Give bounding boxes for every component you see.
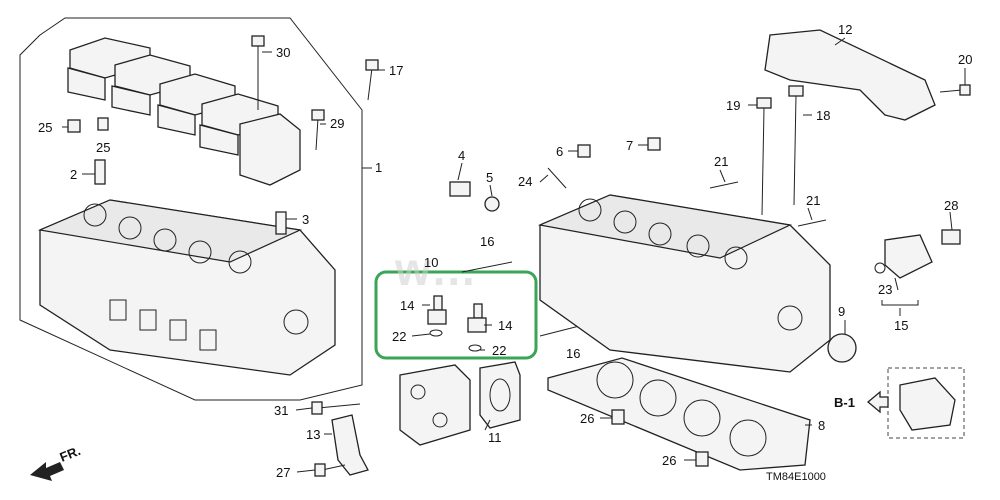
callout-23: 23 <box>878 282 892 297</box>
callout-24: 24 <box>518 174 532 189</box>
callout-15: 15 <box>894 318 908 333</box>
b1-arrow <box>866 390 889 414</box>
callout-5: 5 <box>486 170 493 185</box>
bolt-18 <box>793 94 797 206</box>
callout-18: 18 <box>816 108 830 123</box>
watermark: w… <box>394 243 477 295</box>
part-25b-dowel <box>97 117 109 131</box>
bolt-31-head <box>311 401 323 415</box>
callout-25a: 25 <box>38 120 52 135</box>
leader-lines <box>62 37 966 473</box>
diagram-code: TM84E1000 <box>766 471 826 483</box>
bolt-17-head <box>365 59 379 71</box>
part-2-sleeve <box>94 159 106 185</box>
callout-22b: 22 <box>492 343 506 358</box>
callout-8: 8 <box>818 418 825 433</box>
callout-numbers: 30 17 1 25 25 29 2 3 4 5 24 6 7 16 10 14… <box>38 22 972 480</box>
plate-9 <box>827 333 857 363</box>
part-3-sleeve <box>275 211 287 235</box>
stud-21b <box>797 219 827 227</box>
callout-4: 4 <box>458 148 465 163</box>
callout-12: 12 <box>838 22 852 37</box>
callout-16b: 16 <box>566 346 580 361</box>
cylinder-head-left <box>37 199 336 376</box>
b1-detail-frame <box>887 367 965 439</box>
bolt-19 <box>761 107 765 216</box>
callout-17: 17 <box>389 63 403 78</box>
dowel-26b <box>695 451 709 467</box>
highlight-box <box>374 270 538 360</box>
bolt-17 <box>367 67 373 101</box>
callout-26b: 26 <box>662 453 676 468</box>
callout-28: 28 <box>944 198 958 213</box>
bolt-30-head <box>251 35 265 47</box>
heat-shield-12 <box>764 29 936 121</box>
b1-detail-part <box>899 377 956 431</box>
washer-5 <box>484 196 500 212</box>
callout-26a: 26 <box>580 411 594 426</box>
bolt-29 <box>315 117 319 151</box>
callout-7: 7 <box>626 138 633 153</box>
camshaft-holders <box>67 37 301 186</box>
callout-27: 27 <box>276 465 290 480</box>
callout-2: 2 <box>70 167 77 182</box>
callout-22a: 22 <box>392 329 406 344</box>
bolt-19-head <box>756 97 772 109</box>
front-label: FR. <box>58 443 83 465</box>
part-4-plug <box>449 181 471 197</box>
head-gasket-8 <box>547 357 811 471</box>
part-7 <box>647 137 661 151</box>
bolt-27-head <box>314 463 326 477</box>
callout-14a: 14 <box>400 298 414 313</box>
bracket-line-15 <box>881 300 919 306</box>
callout-3: 3 <box>302 212 309 227</box>
stud-21a <box>709 181 739 189</box>
bolt-20 <box>939 89 963 93</box>
callout-16a: 16 <box>480 234 494 249</box>
callout-11: 11 <box>488 430 502 445</box>
part-25a-dowel <box>67 119 81 133</box>
front-arrow <box>30 462 64 481</box>
part-6 <box>577 144 591 158</box>
callout-9: 9 <box>838 304 845 319</box>
callout-25b: 25 <box>96 140 110 155</box>
cylinder-head-right <box>537 194 831 373</box>
callout-31: 31 <box>274 403 288 418</box>
callout-13: 13 <box>306 427 320 442</box>
bolt-20-head <box>959 84 971 96</box>
sensor-14a <box>427 295 447 337</box>
sensor-14b <box>467 303 487 352</box>
spool-valve-assembly <box>399 361 521 446</box>
callout-20: 20 <box>958 52 972 67</box>
callout-1: 1 <box>375 160 382 175</box>
part-24 <box>547 167 567 189</box>
bolt-27 <box>321 464 346 471</box>
callout-21a: 21 <box>714 154 728 169</box>
dowel-26a <box>611 409 625 425</box>
view-ref-label: B-1 <box>834 395 855 410</box>
sensor-15-assembly <box>874 229 961 279</box>
callout-14b: 14 <box>498 318 512 333</box>
callout-6: 6 <box>556 144 563 159</box>
callout-30: 30 <box>276 45 290 60</box>
bolt-29-head <box>311 109 325 121</box>
callout-10: 10 <box>424 255 438 270</box>
callout-21b: 21 <box>806 193 820 208</box>
bolt-31 <box>317 403 361 409</box>
assembly-frame <box>19 17 363 401</box>
callout-29: 29 <box>330 116 344 131</box>
bracket-13 <box>331 414 369 476</box>
callout-19: 19 <box>726 98 740 113</box>
bolt-18-head <box>788 85 804 97</box>
stud-16-upper <box>461 261 513 273</box>
